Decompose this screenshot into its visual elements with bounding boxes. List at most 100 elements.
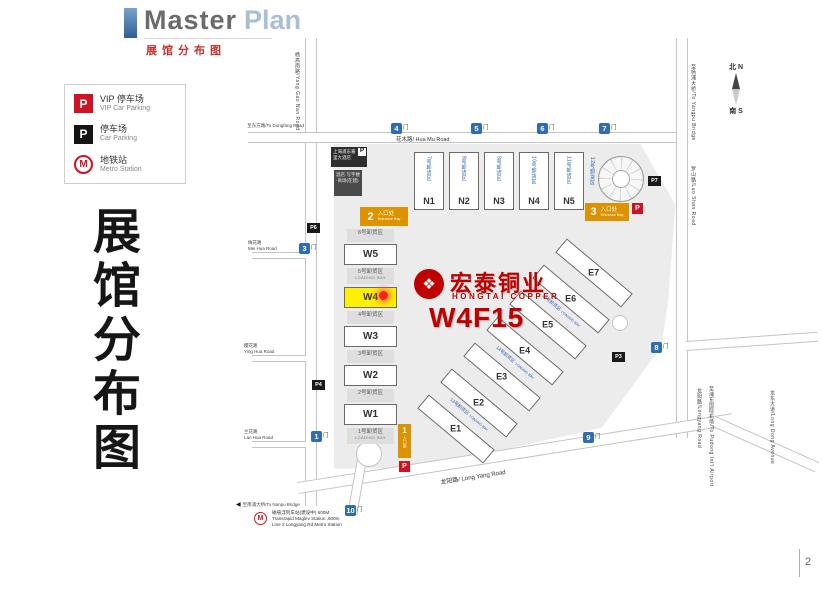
- exhibitor-logo-icon: ❖: [414, 269, 444, 299]
- yinghua-zh: 樱花路: [244, 343, 258, 348]
- hall-e1-label: E1: [450, 423, 462, 434]
- legend: P VIP 停车场 VIP Car Parking P 停车场 Car Park…: [64, 84, 186, 184]
- header-accent-bar: [124, 8, 137, 38]
- road-label-to-dongfang: 至东方路/To Dongfang Road: [247, 123, 304, 128]
- entrance-2: 2 入口处 Entrance Bay: [360, 207, 408, 226]
- hall-n2-label: N2: [458, 196, 470, 206]
- hall-w2-label: W2: [363, 370, 378, 381]
- hall-n3: 9号卸货区 N3: [484, 152, 514, 210]
- compass: 北 N 南 S: [718, 62, 754, 116]
- gate-4-num: 4: [391, 123, 402, 134]
- hotel-block: 上海浦东嘉里大酒店 P: [331, 147, 367, 167]
- compass-needle-south: [732, 89, 740, 105]
- hall-w1: W1: [344, 404, 397, 425]
- road-label-huamu: 花木路/ Hua Mu Road: [396, 137, 450, 143]
- road-label-luoshan: 罗山路/Luo Shan Road: [690, 166, 696, 226]
- loading-bay-12-label: 12号卸货区: [589, 157, 595, 186]
- meihua-zh: 梅花路: [248, 240, 262, 245]
- loading-bay-en-label: LOADING BAY: [355, 275, 386, 280]
- road-huamu: [248, 132, 688, 143]
- metro-icon: M: [74, 154, 93, 174]
- vip-parking-icon: P: [74, 94, 93, 114]
- loading-bay-5-label: 5号卸货区: [357, 269, 384, 275]
- lanhua-en: Lan Hua Road: [244, 434, 274, 440]
- parking-marker-p4: P4: [312, 380, 325, 390]
- legend-label-zh: 地铁站: [100, 154, 128, 165]
- road-label-to-nanpu: ◀ 至南浦大桥/To Nanpu Bridge: [236, 501, 300, 508]
- compass-north-label: 北 N: [729, 64, 743, 71]
- round-building-core: [612, 170, 630, 188]
- road-label-yanggao: 杨高南路/Yang Gao Nan Road: [294, 52, 300, 131]
- hall-n2: 8号卸货区 N2: [449, 152, 479, 210]
- entrance-2-zh: 入口处: [377, 211, 395, 218]
- entrance-3-num: 3: [590, 206, 597, 218]
- entrance-3: 3 入口处 Entrance Bay: [585, 203, 629, 221]
- hall-e3-label: E3: [496, 371, 508, 382]
- metro-note-zh: 磁悬浮列车站(建设中) 600M: [272, 510, 330, 515]
- legend-label-zh: 停车场: [100, 124, 128, 135]
- loading-bay-6: 6号卸货区: [347, 229, 394, 242]
- entrance-1: 1 入口处: [398, 424, 411, 458]
- roundabout-south: [356, 441, 382, 467]
- metro-note: 磁悬浮列车站(建设中) 600M Transrapid Maglev Stati…: [272, 510, 342, 529]
- hotel-annex-block: 酒店·写字楼·商场(在建): [334, 170, 362, 196]
- exhibitor-name-en: HONGTAI COPPER: [452, 292, 560, 301]
- compass-needle-north: [732, 73, 740, 89]
- vertical-title-char: 图: [92, 422, 141, 475]
- booth-number: W4F15: [429, 302, 525, 333]
- gate-suffix: 门: [611, 125, 617, 131]
- gate-3-num: 3: [299, 243, 310, 254]
- exhibitor-name-zh: 宏泰铜业: [450, 271, 547, 296]
- loading-bay-2: 2号卸货区: [347, 389, 394, 402]
- entrance-1-zh: 入口处: [402, 436, 408, 448]
- gate-5-num: 5: [471, 123, 482, 134]
- road-label-longdong: 龙东大道/Long Dong Avenue: [769, 390, 775, 465]
- hall-w3: W3: [344, 326, 397, 347]
- road-label-longyang-v: 龙阳路/Longyang Road: [696, 388, 702, 449]
- gate-6-num: 6: [537, 123, 548, 134]
- loading-bay-3: 3号卸货区: [347, 350, 394, 363]
- hall-e4-label: E4: [519, 345, 531, 356]
- vertical-title-char: 布: [92, 368, 141, 421]
- legend-label-zh: VIP 停车场: [100, 94, 144, 104]
- entrance-3-en: Entrance Bay: [600, 212, 624, 217]
- gate-suffix: 门: [663, 344, 669, 350]
- road-lanhua: [252, 441, 306, 448]
- road-label-lanhua: 兰花路 Lan Hua Road: [244, 429, 273, 440]
- legend-label-en: Metro Station: [100, 165, 142, 173]
- hall-w4-label: W4: [363, 292, 378, 303]
- loading-bay-8-label: 8号卸货区: [460, 156, 467, 182]
- hotel-annex-name: 酒店·写字楼·商场(在建): [336, 172, 360, 183]
- booth-marker: [379, 291, 388, 300]
- entrance-1-num: 1: [402, 426, 407, 435]
- title-master: Master: [144, 5, 238, 35]
- loading-bay-1: 1号卸货区 LOADING BAY: [347, 428, 394, 444]
- loading-bay-10-label: 10号卸货区: [530, 156, 537, 185]
- loading-bay-6-label: 6号卸货区: [357, 230, 384, 236]
- loading-bay-3-label: 3号卸货区: [357, 351, 384, 357]
- road-label-to-airport: 至浦东国际机场/To Pudong Int'l Airport: [708, 386, 714, 487]
- to-nanpu-text: 至南浦大桥/To Nanpu Bridge: [242, 501, 300, 507]
- hall-n1-label: N1: [423, 196, 435, 206]
- hall-e2-label: E2: [473, 397, 485, 408]
- vertical-title: 展 馆 分 布 图: [86, 206, 148, 476]
- road-label-yinghua: 樱花路 Ying Hua Road: [244, 343, 274, 354]
- hall-e7-label: E7: [588, 267, 600, 278]
- parking-icon: P: [74, 124, 93, 144]
- title-plan: Plan: [244, 5, 302, 35]
- gate-suffix: 门: [595, 434, 601, 440]
- legend-item-parking: P 停车场 Car Parking: [74, 124, 176, 144]
- vertical-title-char: 展: [92, 206, 141, 259]
- entrance-2-num: 2: [367, 210, 374, 223]
- road-yinghua: [252, 355, 306, 362]
- gate-suffix: 门: [403, 125, 409, 131]
